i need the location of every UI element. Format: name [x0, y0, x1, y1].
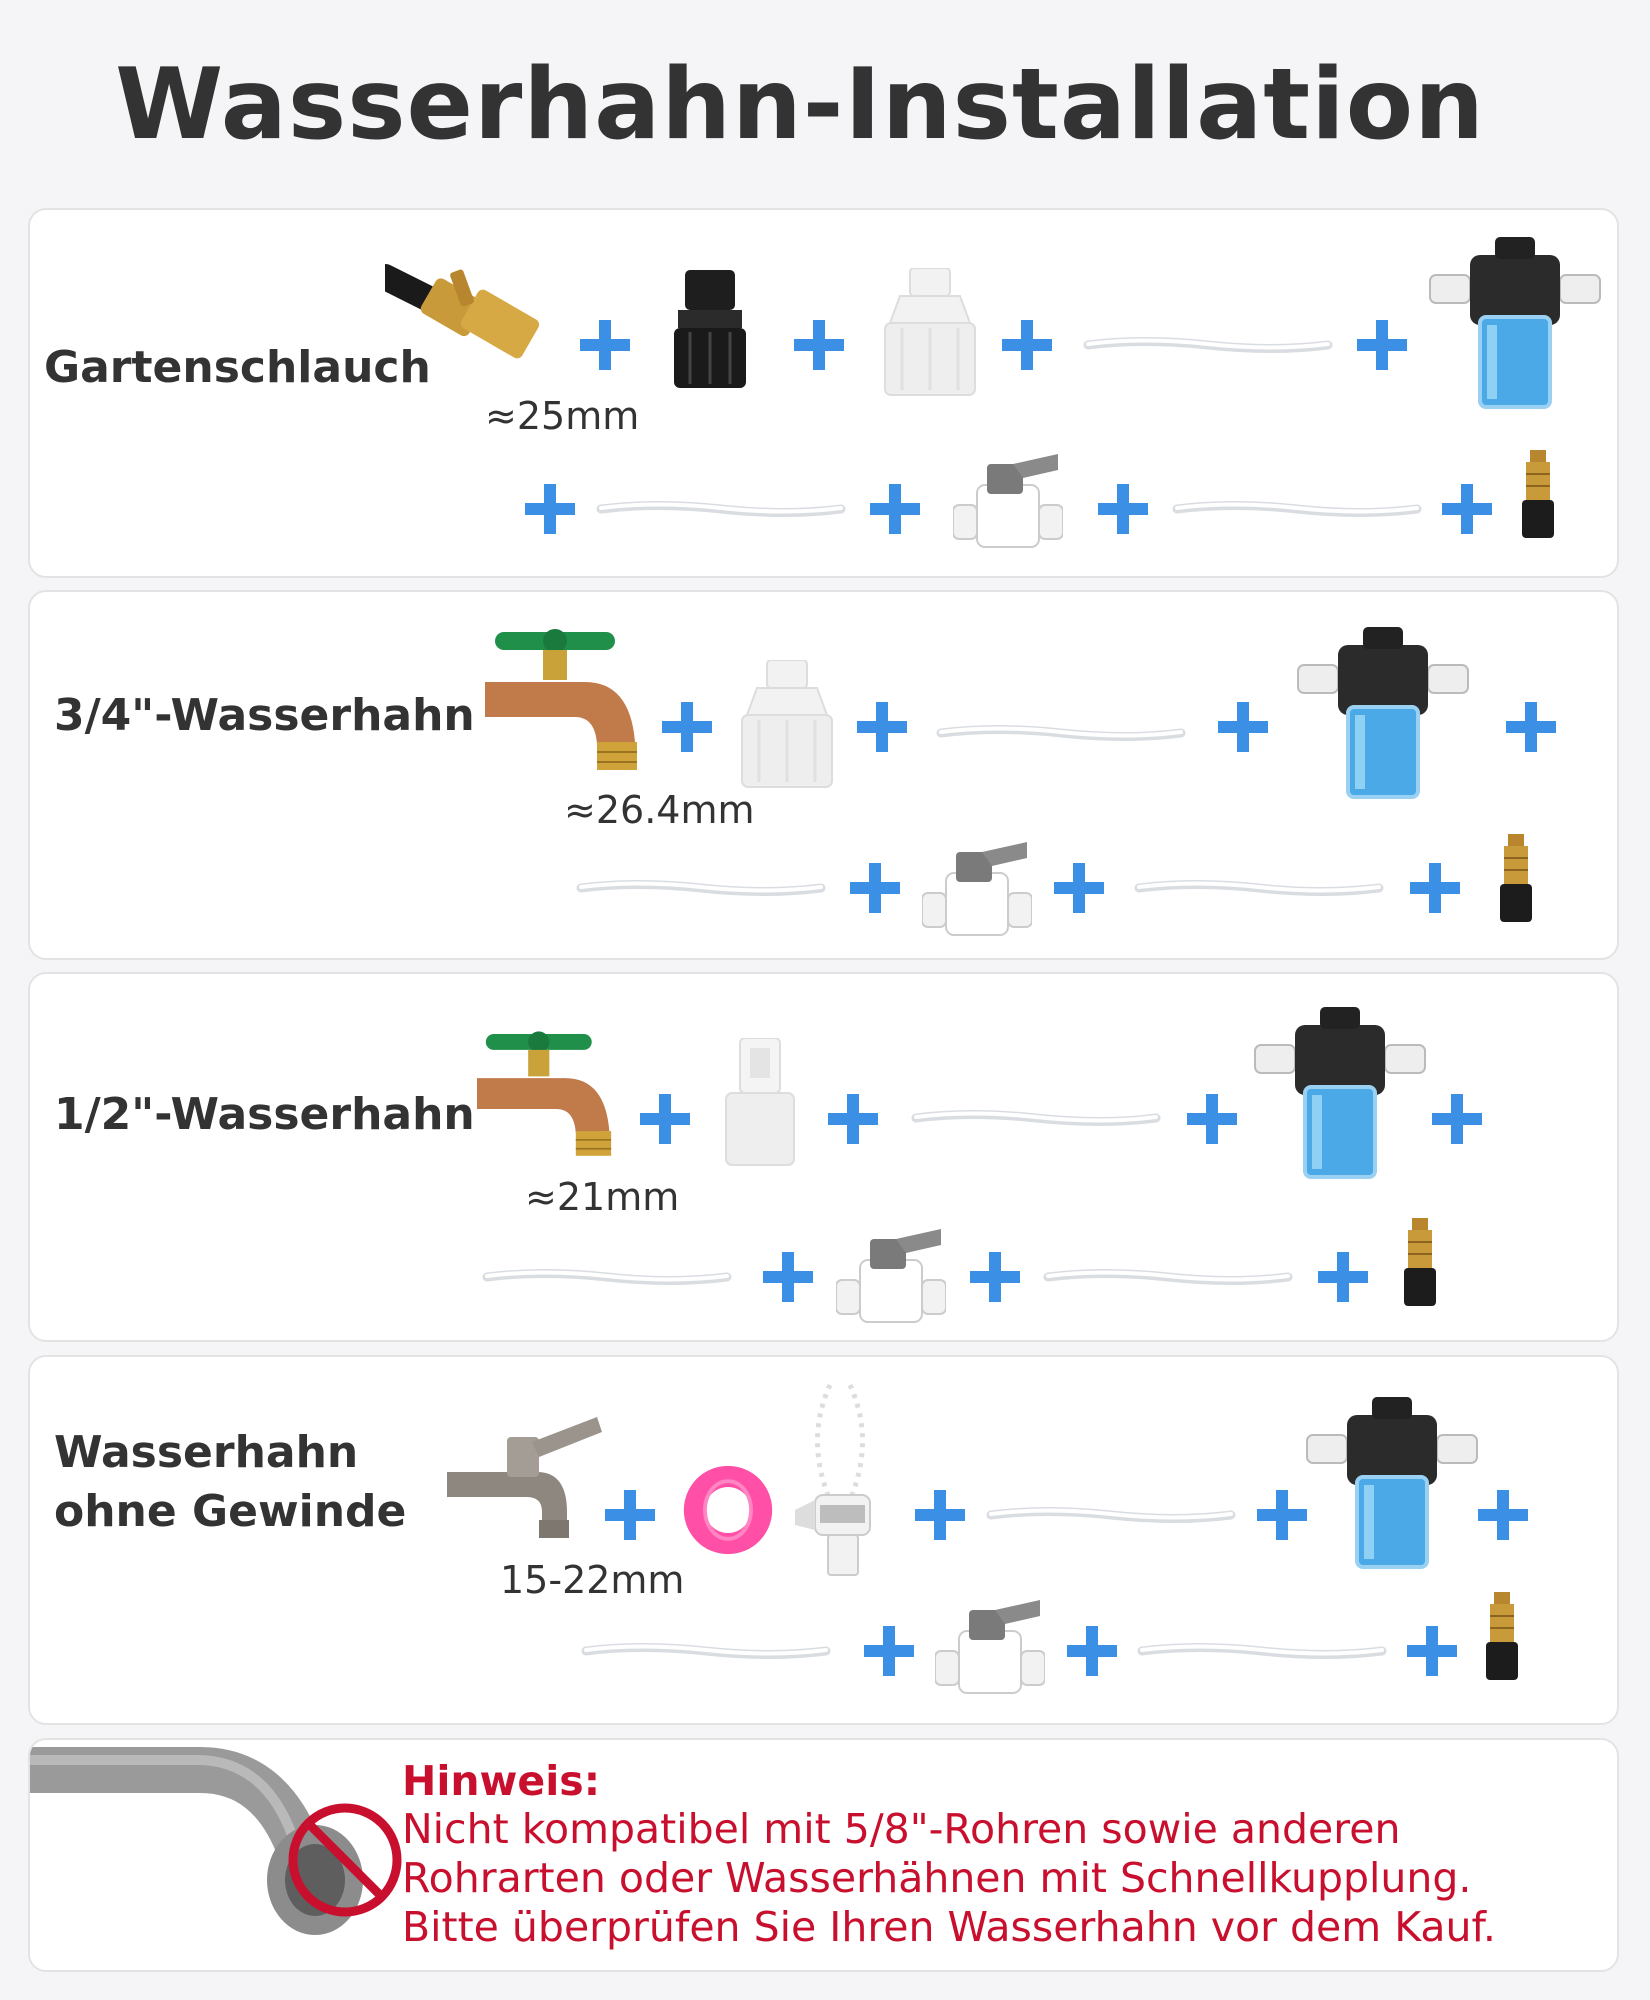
- measurement-label: 15-22mm: [500, 1558, 685, 1602]
- ball-valve-icon: [836, 1225, 946, 1325]
- garden-faucet-icon: [485, 622, 655, 787]
- plus-icon: [1430, 1092, 1484, 1146]
- plus-icon: [578, 318, 632, 372]
- plus-icon: [603, 1488, 657, 1542]
- plus-icon: [1096, 482, 1150, 536]
- filter-icon: [1302, 1395, 1482, 1570]
- measurement-label: ≈25mm: [485, 394, 640, 438]
- brass-nozzle-icon: [1496, 834, 1536, 924]
- tube-icon: [1083, 330, 1333, 360]
- plus-icon: [913, 1488, 967, 1542]
- plus-icon: [1065, 1624, 1119, 1678]
- tube-icon: [482, 1262, 732, 1292]
- tube-icon: [986, 1500, 1236, 1530]
- plus-icon: [792, 318, 846, 372]
- faucet-adapter-icon: [737, 660, 837, 790]
- filter-icon: [1250, 1005, 1430, 1180]
- plus-icon: [1440, 482, 1494, 536]
- note-text: Nicht kompatibel mit 5/8"-Rohren sowie a…: [402, 1805, 1622, 1952]
- plus-icon: [855, 700, 909, 754]
- tube-icon: [1043, 1262, 1293, 1292]
- note-line-2: Rohrarten oder Wasserhähnen mit Schnellk…: [402, 1854, 1472, 1902]
- plus-icon: [761, 1250, 815, 1304]
- plus-icon: [868, 482, 922, 536]
- section-label-ohne-gewinde-line1: Wasserhahn: [54, 1427, 359, 1478]
- faucet-adapter-icon: [880, 268, 980, 398]
- section-label-ohne-gewinde-line2: ohne Gewinde: [54, 1486, 407, 1537]
- note-panel: [28, 1738, 1619, 1972]
- small-adapter-icon: [720, 1038, 800, 1168]
- plus-icon: [862, 1624, 916, 1678]
- plus-icon: [1185, 1092, 1239, 1146]
- tube-icon: [936, 718, 1186, 748]
- brass-nozzle-icon: [1400, 1218, 1440, 1308]
- plus-icon: [1052, 861, 1106, 915]
- tube-icon: [911, 1103, 1161, 1133]
- page-title: Wasserhahn-Installation: [115, 48, 1485, 162]
- section-label-gartenschlauch: Gartenschlauch: [44, 342, 431, 393]
- plus-icon: [660, 700, 714, 754]
- plus-icon: [1405, 1624, 1459, 1678]
- section-label-1-2-wasserhahn: 1/2"-Wasserhahn: [54, 1089, 475, 1140]
- tube-icon: [1137, 1636, 1387, 1666]
- note-title: Hinweis:: [402, 1757, 601, 1805]
- tube-icon: [1134, 873, 1384, 903]
- plus-icon: [1316, 1250, 1370, 1304]
- prohibited-icon: [288, 1803, 402, 1917]
- steel-faucet-icon: [447, 1412, 607, 1542]
- filter-icon: [1425, 235, 1605, 410]
- section-label-3-4-wasserhahn: 3/4"-Wasserhahn: [54, 690, 475, 741]
- teflon-tape-icon: [680, 1462, 776, 1558]
- ball-valve-icon: [953, 450, 1063, 550]
- hose-end-icon: [385, 262, 555, 372]
- plus-icon: [1355, 318, 1409, 372]
- tube-icon: [576, 873, 826, 903]
- note-line-3: Bitte überprüfen Sie Ihren Wasserhahn vo…: [402, 1903, 1496, 1951]
- brass-nozzle-icon: [1518, 450, 1558, 540]
- note-line-1: Nicht kompatibel mit 5/8"-Rohren sowie a…: [402, 1805, 1401, 1853]
- plus-icon: [848, 861, 902, 915]
- plus-icon: [1216, 700, 1270, 754]
- measurement-label: ≈21mm: [525, 1175, 680, 1219]
- tube-icon: [581, 1636, 831, 1666]
- tube-icon: [1172, 494, 1422, 524]
- hose-clamp-icon: [790, 1380, 890, 1580]
- plus-icon: [1504, 700, 1558, 754]
- measurement-label: ≈26.4mm: [564, 788, 755, 832]
- plus-icon: [968, 1250, 1022, 1304]
- plus-icon: [638, 1092, 692, 1146]
- quick-connector-icon: [670, 270, 750, 390]
- filter-icon: [1293, 625, 1473, 800]
- garden-faucet-icon: [477, 1025, 627, 1171]
- brass-nozzle-icon: [1482, 1592, 1522, 1682]
- plus-icon: [1000, 318, 1054, 372]
- tube-icon: [596, 494, 846, 524]
- plus-icon: [1476, 1488, 1530, 1542]
- plus-icon: [523, 482, 577, 536]
- ball-valve-icon: [935, 1596, 1045, 1696]
- plus-icon: [826, 1092, 880, 1146]
- plus-icon: [1255, 1488, 1309, 1542]
- plus-icon: [1408, 861, 1462, 915]
- ball-valve-icon: [922, 838, 1032, 938]
